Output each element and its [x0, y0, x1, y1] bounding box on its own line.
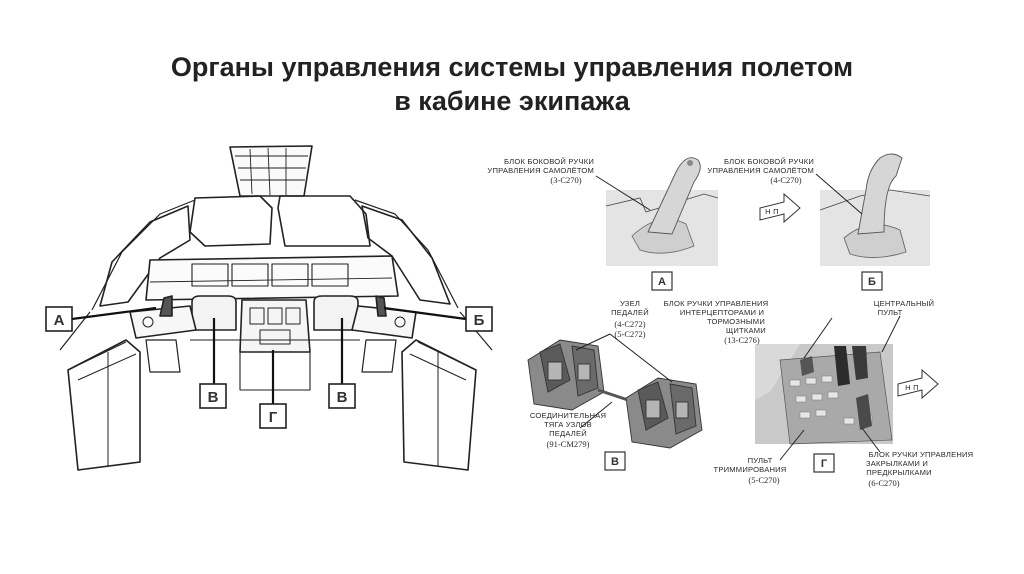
panel-g-flaps-line2: ЗАКРЫЛКАМИ И — [866, 459, 928, 468]
panel-v-pedals-line2: ПЕДАЛЕЙ — [611, 308, 649, 317]
panel-v-pedals-line1: УЗЕЛ — [620, 299, 640, 308]
callout-b-letter: Б — [474, 312, 485, 329]
panel-g-trim-line2: ТРИММИРОВАНИЯ — [714, 465, 787, 474]
panel-a-code: (3-С270) — [550, 175, 581, 185]
panel-g-letter: Г — [821, 458, 828, 470]
title-line-2: в кабине экипажа — [394, 86, 630, 116]
panel-v-pedal-left — [527, 339, 605, 411]
panel-a-label-line1: БЛОК БОКОВОЙ РУЧКИ — [504, 157, 594, 166]
callout-v-left: В — [199, 383, 227, 409]
panel-v-link-code: (91-СМ279) — [547, 439, 590, 449]
panel-b-view-arrow-label: Н П — [765, 207, 779, 216]
panel-v: УЗЕЛ ПЕДАЛЕЙ (4-С272) (5-С272) СОЕДИНИТЕ… — [527, 299, 703, 471]
panel-g-center-line2: ПУЛЬТ — [878, 308, 903, 317]
panel-g-view-arrow: Н П — [897, 368, 939, 400]
panel-g-center-line1: ЦЕНТРАЛЬНЫЙ — [874, 299, 934, 308]
panel-a-label-line2: УПРАВЛЕНИЯ САМОЛЁТОМ — [487, 166, 594, 175]
panel-a-letter: А — [658, 276, 666, 288]
callout-g-letter: Г — [269, 409, 278, 426]
title-line-1: Органы управления системы управления пол… — [170, 52, 854, 82]
panel-g-spoiler-line1: БЛОК РУЧКИ УПРАВЛЕНИЯ — [664, 299, 769, 308]
callout-a-letter: А — [54, 312, 65, 329]
callout-b: Б — [465, 306, 493, 332]
callout-v-left-letter: В — [208, 389, 219, 406]
panel-g-spoiler-line3: ТОРМОЗНЫМИ — [707, 317, 765, 326]
panel-v-pedals-code1: (4-С272) — [614, 319, 645, 329]
panel-g-spoiler-line2: ИНТЕРЦЕПТОРАМИ И — [680, 308, 764, 317]
panel-g-view-arrow-label: Н П — [905, 383, 919, 392]
cockpit-drawing — [59, 145, 493, 471]
panel-g-trim-code: (5-С270) — [748, 475, 779, 485]
panel-g-flaps-code: (6-С270) — [868, 478, 899, 488]
slide-title: Органы управления системы управления пол… — [0, 50, 1024, 118]
callout-v-right-letter: В — [337, 389, 348, 406]
panel-g: БЛОК РУЧКИ УПРАВЛЕНИЯ ИНТЕРЦЕПТОРАМИ И Т… — [664, 299, 974, 488]
callout-v-right: В — [328, 383, 356, 409]
panel-b-letter: Б — [868, 276, 876, 288]
panel-b-view-arrow: Н П — [759, 192, 801, 224]
panel-v-letter: В — [611, 456, 619, 468]
panel-b: БЛОК БОКОВОЙ РУЧКИ УПРАВЛЕНИЯ САМОЛЁТОМ … — [707, 153, 931, 291]
panel-v-link-line3: ПЕДАЛЕЙ — [549, 429, 587, 438]
panel-a: БЛОК БОКОВОЙ РУЧКИ УПРАВЛЕНИЯ САМОЛЁТОМ … — [487, 157, 719, 291]
panel-v-link-line2: ТЯГА УЗЛОВ — [544, 420, 592, 429]
cockpit-leader-lines — [71, 306, 467, 404]
callout-a: А — [45, 306, 73, 332]
panel-b-label-line2: УПРАВЛЕНИЯ САМОЛЁТОМ — [707, 166, 814, 175]
panel-b-label-line1: БЛОК БОКОВОЙ РУЧКИ — [724, 157, 814, 166]
panel-g-spoiler-code: (13-С276) — [724, 335, 760, 345]
panel-g-spoiler-line4: ЩИТКАМИ — [726, 326, 766, 335]
panel-v-link-line1: СОЕДИНИТЕЛЬНАЯ — [530, 411, 606, 420]
callout-g: Г — [259, 403, 287, 429]
panel-g-flaps-line3: ПРЕДКРЫЛКАМИ — [866, 468, 932, 477]
panel-g-trim-line1: ПУЛЬТ — [748, 456, 773, 465]
panel-g-flaps-line1: БЛОК РУЧКИ УПРАВЛЕНИЯ — [869, 450, 974, 459]
panel-v-pedals-code2: (5-С272) — [614, 329, 645, 339]
panel-b-code: (4-С270) — [770, 175, 801, 185]
panel-v-pedal-right — [625, 377, 703, 449]
